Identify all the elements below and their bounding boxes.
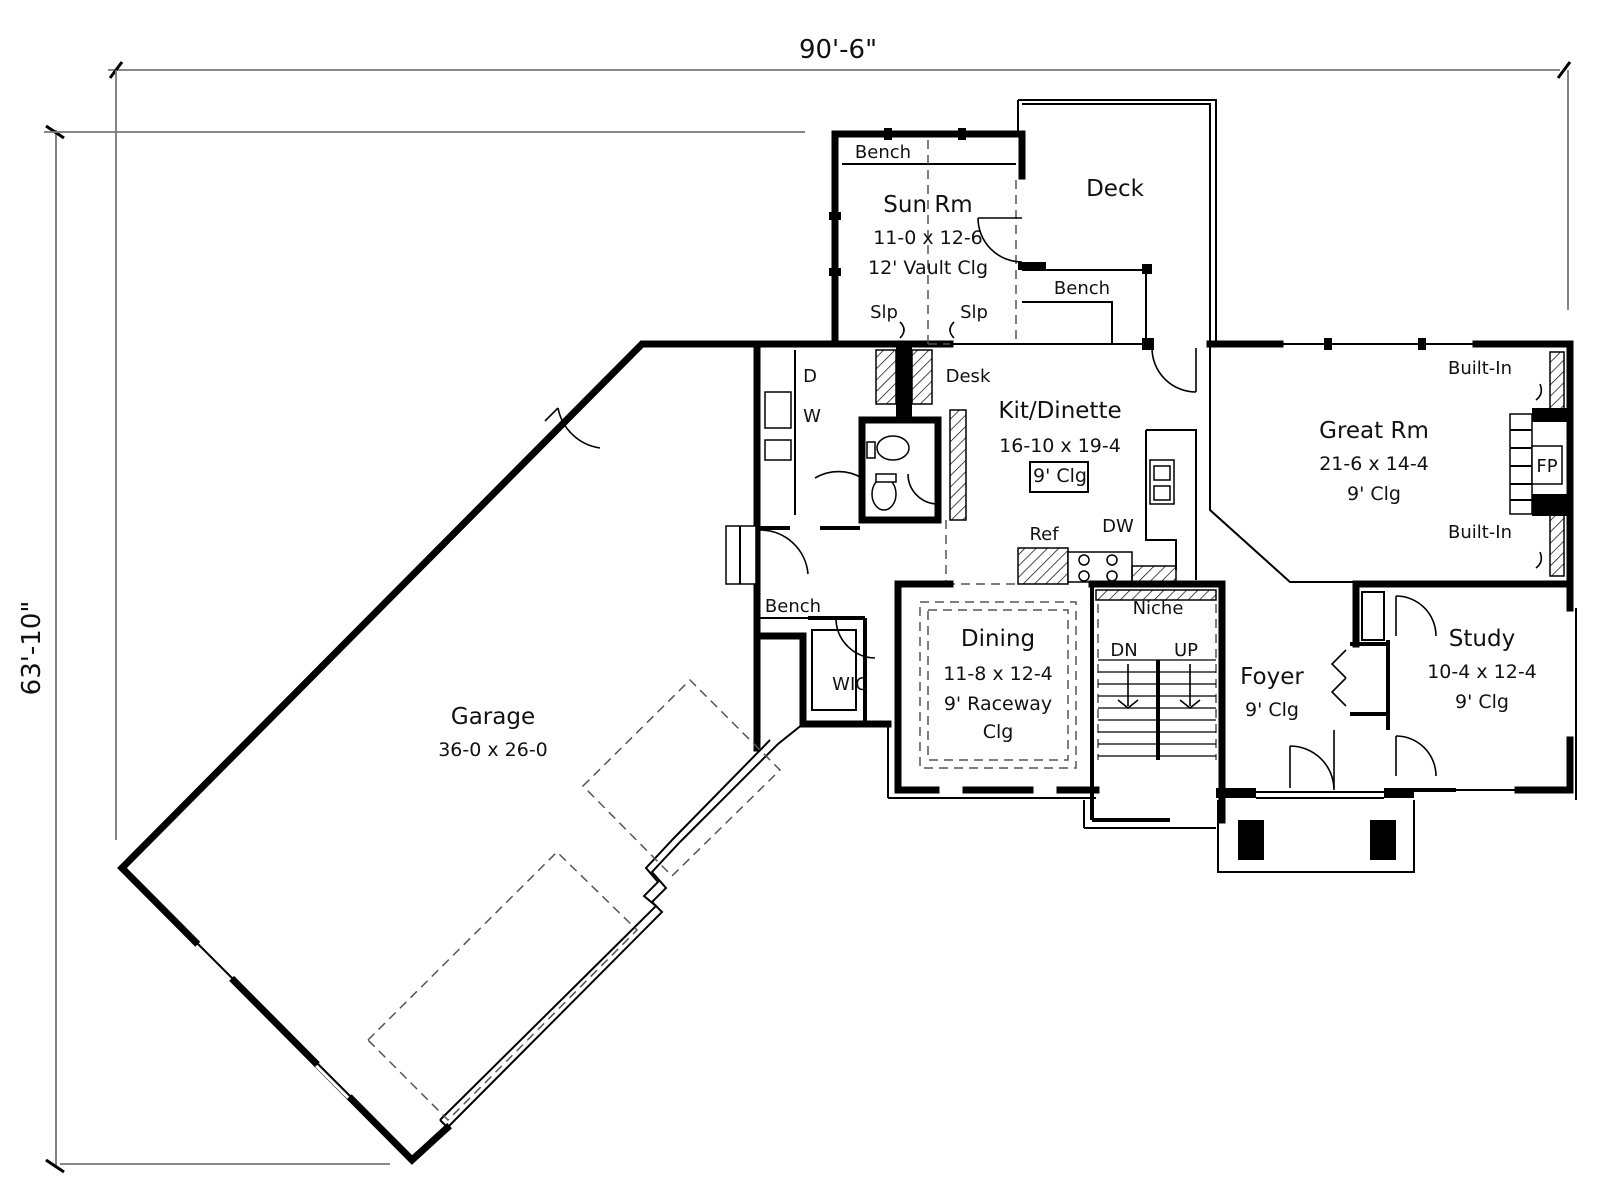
stairs-up-label: UP: [1174, 640, 1198, 661]
stairs: Niche DN UP: [1083, 589, 1217, 829]
wic-label: WIC: [832, 674, 868, 695]
study-size: 10-4 x 12-4: [1427, 661, 1537, 683]
kitchen-ceiling: 9' Clg: [1033, 465, 1087, 487]
foyer: Foyer 9' Clg: [1216, 580, 1415, 873]
foyer-name: Foyer: [1240, 664, 1304, 690]
dimension-width: 90'-6": [108, 35, 1572, 840]
dining-ceiling-line2: Clg: [983, 721, 1014, 743]
powder-room: [858, 344, 942, 524]
dimension-depth: 63'-10": [17, 124, 805, 1174]
foyer-ceiling: 9' Clg: [1245, 699, 1299, 721]
great-room-size: 21-6 x 14-4: [1319, 453, 1429, 475]
washer-label: W: [803, 406, 821, 427]
dining-ceiling: 9' Raceway: [944, 693, 1052, 715]
builtin-top-label: Built-In: [1448, 358, 1512, 379]
study-ceiling: 9' Clg: [1455, 691, 1509, 713]
great-room-name: Great Rm: [1319, 418, 1429, 444]
deck: Bench Deck: [1017, 99, 1217, 393]
builtin-bottom-label: Built-In: [1448, 522, 1512, 543]
kitchen-dinette: Desk Kit/Dinette 16-10 x 19-4 9' Clg DW …: [945, 343, 1197, 585]
ref-label: Ref: [1029, 524, 1059, 545]
slp-left-label: Slp: [870, 302, 898, 323]
dining-size: 11-8 x 12-4: [943, 663, 1053, 685]
bench-sun-label: Bench: [855, 142, 911, 163]
fireplace-label: FP: [1536, 456, 1557, 477]
stairs-down-label: DN: [1110, 640, 1137, 661]
dining-name: Dining: [961, 626, 1035, 652]
width-dimension-label: 90'-6": [799, 35, 877, 65]
garage: Garage 36-0 x 26-0: [117, 340, 804, 1165]
niche-label: Niche: [1133, 598, 1184, 619]
laundry-mudroom: D W Bench WIC: [725, 340, 892, 728]
great-room-ceiling: 9' Clg: [1347, 483, 1401, 505]
bench-mud-label: Bench: [765, 596, 821, 617]
study-name: Study: [1449, 626, 1515, 652]
kitchen-size: 16-10 x 19-4: [999, 435, 1121, 457]
sun-room-ceiling: 12' Vault Clg: [868, 257, 988, 279]
sun-room-name: Sun Rm: [883, 192, 972, 218]
desk-label: Desk: [946, 366, 991, 387]
dw-label: DW: [1102, 516, 1134, 537]
garage-size: 36-0 x 26-0: [438, 739, 548, 761]
garage-name: Garage: [451, 704, 535, 730]
dryer-label: D: [803, 366, 817, 387]
sun-room: Bench Sun Rm 11-0 x 12-6 12' Vault Clg S…: [829, 128, 1026, 348]
depth-dimension-label: 63'-10": [17, 601, 47, 696]
dining-room: Dining 11-8 x 12-4 9' Raceway Clg: [887, 580, 1226, 820]
deck-name: Deck: [1086, 176, 1145, 202]
study: Study 10-4 x 12-4 9' Clg: [1352, 580, 1577, 800]
sun-room-size: 11-0 x 12-6: [873, 227, 983, 249]
bench-deck-label: Bench: [1054, 278, 1110, 299]
kitchen-name: Kit/Dinette: [998, 398, 1121, 424]
great-room: Built-In Built-In FP Great Rm 21-6 x 14-…: [1206, 338, 1574, 586]
slp-right-label: Slp: [960, 302, 988, 323]
